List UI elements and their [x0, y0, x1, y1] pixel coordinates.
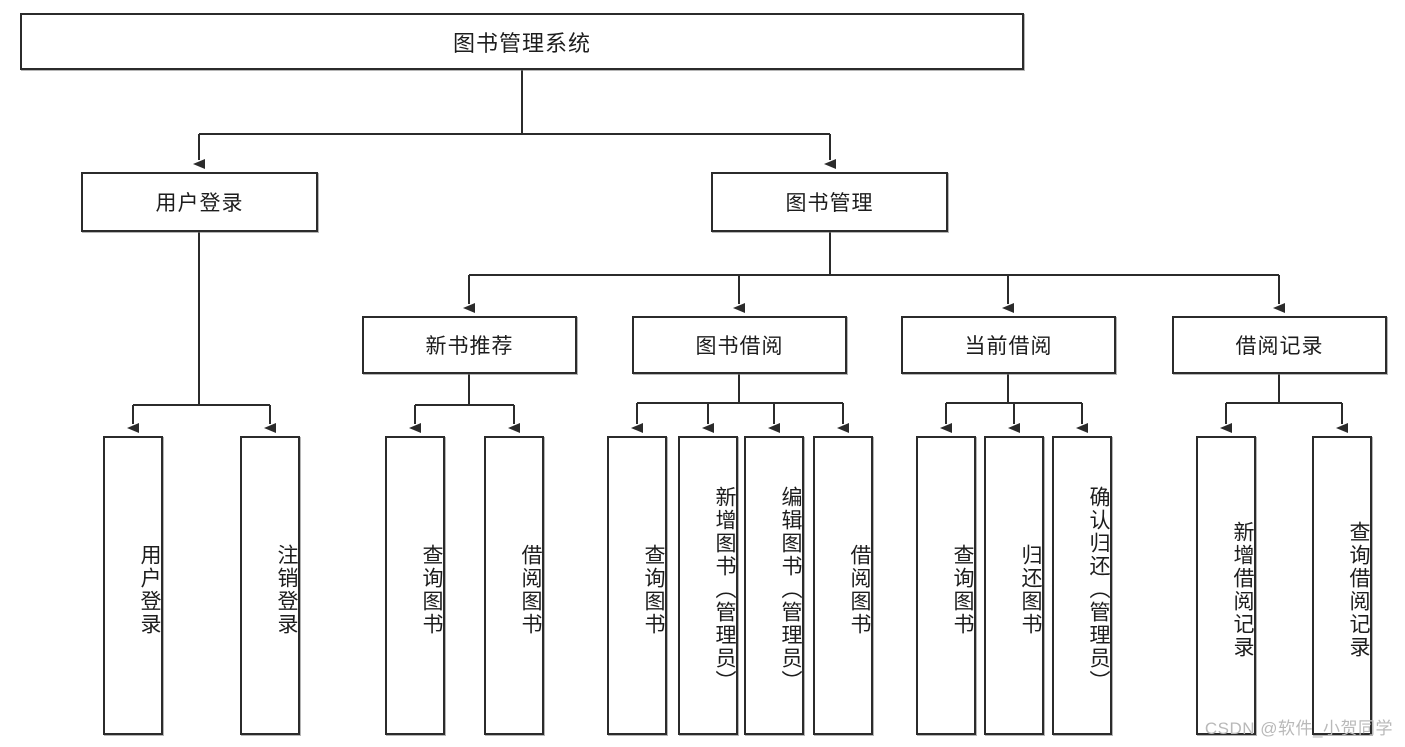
node-label: 用户登录: [138, 543, 161, 636]
node-new-book-recommend[interactable]: 新书推荐: [362, 316, 577, 374]
leaf-query-borrow-record[interactable]: 查询借阅记录: [1312, 436, 1372, 735]
node-label: 当前借阅: [964, 335, 1053, 358]
node-book-management[interactable]: 图书管理: [711, 172, 948, 232]
leaf-return-book[interactable]: 归还图书: [984, 436, 1044, 735]
leaf-query-book-borrow[interactable]: 查询图书: [607, 436, 667, 735]
node-label: 注销登录: [275, 543, 298, 636]
node-label: 新增借阅记录: [1231, 520, 1254, 659]
leaf-add-book-admin[interactable]: 新增图书（管理员）: [678, 436, 738, 735]
leaf-user-login[interactable]: 用户登录: [103, 436, 163, 735]
node-label: 确认归还（管理员）: [1087, 486, 1110, 693]
watermark: CSDN @软件_小贺同学: [1204, 719, 1393, 738]
leaf-query-book-recommend[interactable]: 查询图书: [385, 436, 445, 735]
leaf-query-book-current[interactable]: 查询图书: [916, 436, 976, 735]
node-label: 新增图书（管理员）: [713, 486, 736, 693]
node-current-borrow[interactable]: 当前借阅: [901, 316, 1116, 374]
node-label: 用户登录: [155, 192, 244, 215]
node-label: 借阅图书: [848, 543, 871, 636]
leaf-borrow-book-recommend[interactable]: 借阅图书: [484, 436, 544, 735]
node-label: 图书借阅: [695, 335, 784, 358]
node-root[interactable]: 图书管理系统: [20, 13, 1024, 70]
node-label: 新书推荐: [425, 335, 514, 358]
node-borrow-record[interactable]: 借阅记录: [1172, 316, 1387, 374]
node-label: 查询图书: [951, 543, 974, 636]
node-label: 归还图书: [1019, 543, 1042, 636]
node-label: 查询借阅记录: [1347, 520, 1370, 659]
node-label: 图书管理系统: [452, 30, 591, 56]
node-label: 查询图书: [642, 543, 665, 636]
leaf-borrow-book[interactable]: 借阅图书: [813, 436, 873, 735]
node-label: 编辑图书（管理员）: [779, 486, 802, 693]
node-label: 图书管理: [785, 192, 874, 215]
node-label: 借阅记录: [1235, 335, 1324, 358]
leaf-edit-book-admin[interactable]: 编辑图书（管理员）: [744, 436, 804, 735]
node-label: 查询图书: [420, 543, 443, 636]
node-user-login[interactable]: 用户登录: [81, 172, 318, 232]
node-book-borrow[interactable]: 图书借阅: [632, 316, 847, 374]
leaf-add-borrow-record[interactable]: 新增借阅记录: [1196, 436, 1256, 735]
leaf-logout[interactable]: 注销登录: [240, 436, 300, 735]
leaf-confirm-return-admin[interactable]: 确认归还（管理员）: [1052, 436, 1112, 735]
node-label: 借阅图书: [519, 543, 542, 636]
